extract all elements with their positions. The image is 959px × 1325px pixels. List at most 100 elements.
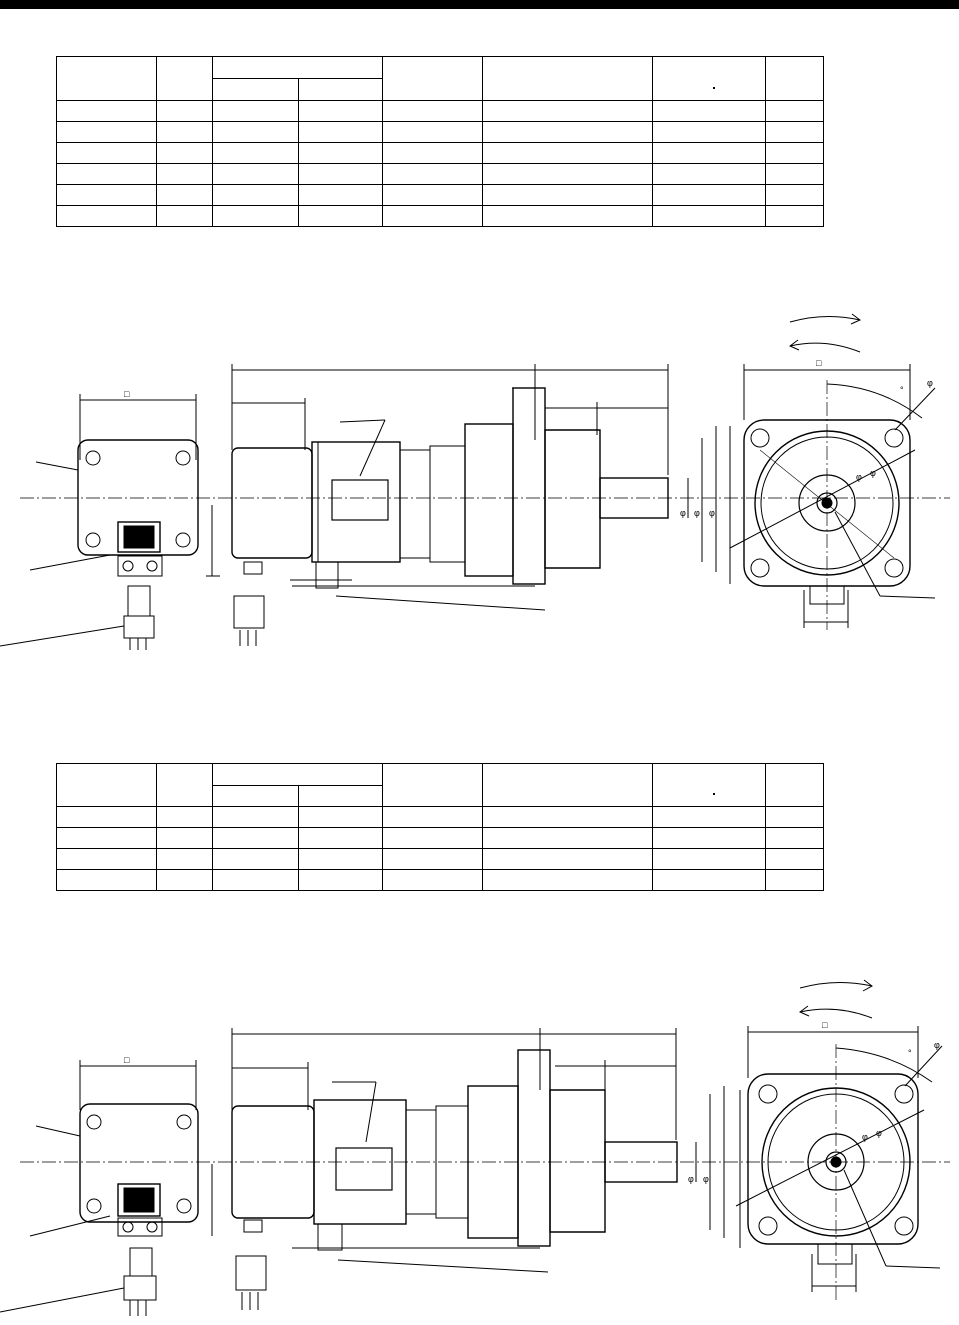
arrowhead <box>850 313 861 325</box>
square-symbol: □ <box>124 389 130 399</box>
motor-housing-end <box>77 439 199 556</box>
output-shaft <box>604 1141 678 1183</box>
leader-line <box>904 1045 943 1087</box>
bolt <box>175 532 191 548</box>
output-shaft <box>599 477 669 519</box>
bolt <box>176 1114 192 1130</box>
rear-end-view <box>0 1060 213 1316</box>
arrowhead <box>789 339 800 351</box>
cable-plug <box>123 615 155 639</box>
cable-plug <box>127 585 151 617</box>
diameter-line <box>735 1109 925 1207</box>
mounting-hole <box>758 1216 778 1236</box>
brake-connector <box>315 561 339 589</box>
leader-line <box>843 1169 887 1267</box>
bolt <box>86 1114 102 1130</box>
leader-line <box>35 461 79 471</box>
terminal-plug <box>809 585 845 605</box>
header-cell <box>765 56 824 101</box>
connector-box <box>117 1183 161 1217</box>
leader-line <box>337 1259 549 1273</box>
terminal-plug <box>817 1243 853 1265</box>
rotation-arrow-ccw <box>789 342 861 353</box>
bolt <box>176 1198 192 1214</box>
gearbox-housing <box>464 423 514 577</box>
output-housing <box>544 429 601 569</box>
motor-drawing-2: □ □ φ φ φ φ φ ° <box>0 979 950 1316</box>
leader-line <box>365 1081 377 1143</box>
square-symbol: □ <box>124 1055 130 1065</box>
diameter-symbol: φ <box>870 468 876 478</box>
mounting-hole <box>750 428 770 448</box>
rotation-arrow-ccw <box>799 1008 873 1019</box>
square-symbol: □ <box>822 1020 828 1030</box>
connector-face <box>123 1187 155 1213</box>
diameter-symbol: φ <box>680 508 686 518</box>
mounting-hole <box>758 1084 778 1104</box>
diameter-symbol: φ <box>694 508 700 518</box>
motor-drawing-1: □ □ φ φ φ φ φ φ ° <box>0 313 950 650</box>
cable-outlet <box>243 561 263 575</box>
side-view <box>231 364 731 646</box>
diameter-symbol: φ <box>927 378 933 388</box>
arrowhead <box>799 1005 810 1017</box>
diameter-symbol: φ <box>703 1174 709 1184</box>
angle-arc <box>835 1047 933 1083</box>
leader-line <box>0 1287 125 1313</box>
diameter-symbol: φ <box>934 1040 940 1050</box>
header-cell <box>765 763 824 807</box>
flange-front-view <box>735 1026 943 1300</box>
header-cell <box>212 763 383 786</box>
encoder-cover <box>231 447 313 559</box>
table-row <box>56 121 824 143</box>
output-housing <box>549 1089 606 1233</box>
diameter-symbol: φ <box>876 1128 882 1138</box>
subheader-cell <box>298 78 383 101</box>
leader-line <box>29 1215 111 1237</box>
mounting-hole <box>894 1084 914 1104</box>
table-row <box>56 163 824 185</box>
degree-symbol: ° <box>900 385 904 395</box>
cable-outlet <box>243 1219 263 1233</box>
header-cell <box>212 56 383 79</box>
table-row <box>56 184 824 206</box>
header-cell <box>482 56 653 101</box>
subheader-cell <box>212 785 299 807</box>
header-cell <box>56 56 157 101</box>
header-cell <box>482 763 653 807</box>
leader-line <box>834 511 881 597</box>
terminal-block <box>117 555 163 577</box>
rear-end-view <box>0 394 220 650</box>
nameplate <box>335 1147 393 1191</box>
cable-plug <box>129 1247 153 1277</box>
leader-line <box>29 554 111 571</box>
diameter-symbol: φ <box>709 508 715 518</box>
motor-flange <box>399 449 431 559</box>
decimal-dot <box>713 793 715 795</box>
cable-plug <box>233 595 265 629</box>
leader-line <box>335 595 546 611</box>
table-row <box>56 100 824 122</box>
header-cell <box>156 56 213 101</box>
table-row <box>56 142 824 164</box>
table-row <box>56 806 824 828</box>
decimal-dot <box>713 87 715 89</box>
mounting-hole <box>894 1216 914 1236</box>
leader-line <box>894 387 936 431</box>
terminal-block <box>117 1217 163 1237</box>
adapter <box>429 445 466 563</box>
gearbox-flange <box>512 387 546 585</box>
mounting-hole <box>750 558 770 578</box>
table-row <box>56 848 824 870</box>
table-row <box>56 869 824 891</box>
leader-line <box>359 419 386 477</box>
connector-face <box>123 525 155 549</box>
side-view <box>231 1028 741 1310</box>
diameter-symbol: φ <box>862 1132 868 1142</box>
nameplate <box>331 479 389 521</box>
bolt <box>86 1198 102 1214</box>
diameter-symbol: φ <box>856 472 862 482</box>
connector-box <box>117 521 161 553</box>
rotation-arrow-cw <box>789 315 861 323</box>
motor-body <box>311 441 401 563</box>
